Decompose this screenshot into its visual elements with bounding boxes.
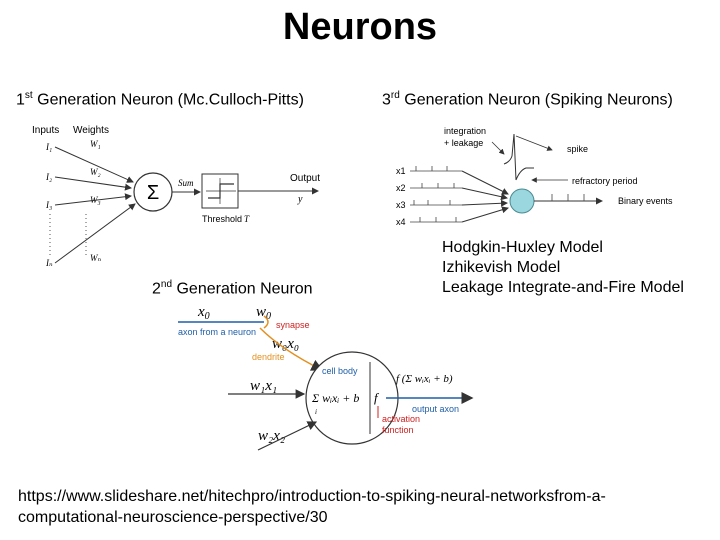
ann-synapse-label: synapse	[276, 320, 310, 330]
mcp-neuron-diagram: Inputs Weights I₁ I₂ I₃ Iₙ W₁ W₂ W₃ Wₙ Σ…	[32, 125, 320, 268]
snn-spike-pointer	[515, 135, 553, 151]
snn-neuron-diagram: integration + leakage spike refractory p…	[396, 126, 673, 227]
ann-w2x2: w₂x₂	[258, 428, 285, 444]
ann-w0x0: w₀x₀	[272, 336, 299, 352]
mcp-input-arrow	[54, 203, 136, 264]
ann-dendrite-arrow	[259, 327, 324, 371]
snn-spike-trace	[503, 133, 534, 181]
mcp-weights-label: Weights	[73, 125, 109, 136]
mcp-input-arrow	[54, 193, 132, 206]
ann-w0: w0	[256, 304, 271, 322]
mcp-weight-label: W₁	[90, 139, 101, 149]
gen3-heading: 3rd Generation Neuron (Spiking Neurons)	[382, 90, 673, 109]
model-hodgkin-huxley: Hodgkin-Huxley Model	[442, 239, 603, 256]
snn-output-events	[551, 194, 585, 201]
mcp-input-label: I₂	[45, 172, 52, 182]
gen1-heading: 1st Generation Neuron (Mc.Culloch-Pitts)	[16, 90, 304, 109]
ann-sum-expr: Σ wᵢxᵢ + b	[311, 391, 359, 405]
model-lif: Leakage Integrate-and-Fire Model	[442, 279, 684, 296]
mcp-input-label: I₃	[45, 200, 52, 210]
mcp-output-label: Output	[290, 173, 320, 184]
ann-function-label: function	[382, 425, 414, 435]
spiking-models-list: Hodgkin-Huxley Model Izhikevish Model Le…	[442, 238, 684, 298]
snn-neuron-node	[509, 188, 535, 214]
snn-leakage-label: + leakage	[444, 138, 483, 148]
ann-neuron-diagram: x0 w0 axon from a neuron synapse w₀x₀ de…	[178, 304, 474, 451]
ann-w1x1: w₁x₁	[250, 378, 277, 394]
ann-cell-body-label: cell body	[322, 366, 358, 376]
mcp-input-arrow	[54, 146, 134, 183]
mcp-weight-label: Wₙ	[90, 253, 101, 263]
mcp-input-arrow	[54, 176, 132, 191]
snn-spike-label: spike	[567, 144, 588, 154]
mcp-sum-symbol: Σ	[147, 182, 159, 204]
snn-input-label: x4	[396, 217, 406, 227]
model-izhikevich: Izhikevish Model	[442, 259, 561, 276]
ann-x0: x0	[197, 304, 210, 322]
ann-input-arrow-2	[257, 421, 318, 451]
mcp-weight-label: W₂	[90, 167, 101, 177]
snn-input-arrow	[461, 187, 508, 201]
snn-refractory-label: refractory period	[572, 176, 638, 186]
mcp-sum-label: Sum	[178, 178, 194, 188]
ann-f-label: f	[374, 390, 380, 405]
mcp-output-var: y	[297, 194, 303, 205]
gen2-heading: 2nd Generation Neuron	[152, 279, 313, 298]
mcp-inputs-label: Inputs	[32, 125, 59, 136]
mcp-input-label: Iₙ	[45, 258, 53, 268]
snn-input-arrow	[461, 206, 509, 223]
ann-sum-sub: i	[315, 408, 317, 416]
snn-integration-pointer	[491, 141, 505, 155]
snn-integration-label: integration	[444, 126, 486, 136]
snn-spike-trains	[410, 166, 462, 223]
snn-input-label: x3	[396, 200, 406, 210]
snn-input-arrow	[461, 170, 509, 195]
mcp-threshold-label: Threshold	[202, 214, 242, 224]
source-url: https://www.slideshare.net/hitechpro/int…	[18, 488, 606, 526]
snn-input-label: x1	[396, 166, 406, 176]
snn-input-arrow	[461, 199, 508, 207]
slide-title: Neurons	[282, 6, 438, 48]
mcp-input-label: I₁	[45, 142, 52, 152]
snn-input-label: x2	[396, 183, 406, 193]
ann-synapse-shape	[263, 315, 269, 329]
ann-f-expr: f (Σ wᵢxᵢ + b)	[396, 373, 453, 385]
snn-binary-label: Binary events	[618, 196, 673, 206]
mcp-threshold-var: T	[244, 214, 250, 224]
ann-activation-label: activation	[382, 414, 420, 424]
ann-output-axon-label: output axon	[412, 404, 459, 414]
ann-axon-label: axon from a neuron	[178, 327, 256, 337]
ann-dendrite-label: dendrite	[252, 352, 285, 362]
